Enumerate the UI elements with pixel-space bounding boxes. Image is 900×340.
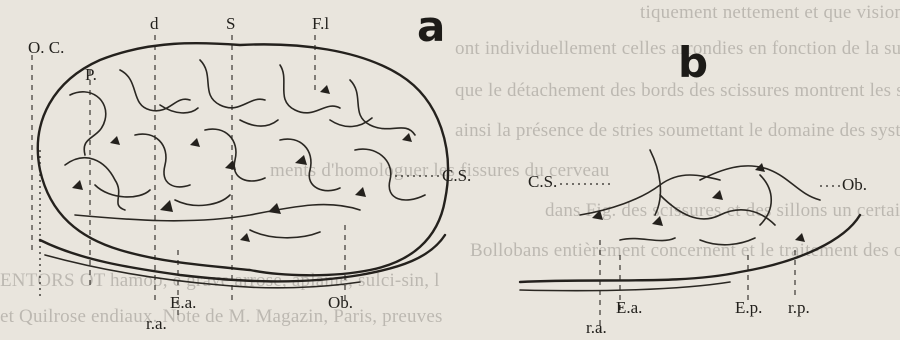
label-s: S — [226, 14, 235, 34]
label-ea-b: E.a. — [616, 298, 642, 318]
panel-b-letter: b — [678, 38, 708, 87]
label-ep-b: E.p. — [735, 298, 762, 318]
label-p: P. — [85, 65, 97, 85]
label-d: d — [150, 14, 159, 34]
label-ob-a: Ob. — [328, 293, 353, 313]
label-ea-a: E.a. — [170, 293, 196, 313]
panel-a-letter: a — [417, 2, 445, 51]
label-ob-b: Ob. — [842, 175, 867, 195]
label-rp-b: r.p. — [788, 298, 810, 318]
label-ra-b: r.a. — [586, 318, 607, 338]
label-oc: O. C. — [28, 38, 64, 58]
label-fl: F.l — [312, 14, 329, 34]
label-cs-b: C.S. — [528, 172, 557, 192]
label-cs-a: C.S. — [442, 166, 471, 186]
label-ra-a: r.a. — [146, 314, 167, 334]
